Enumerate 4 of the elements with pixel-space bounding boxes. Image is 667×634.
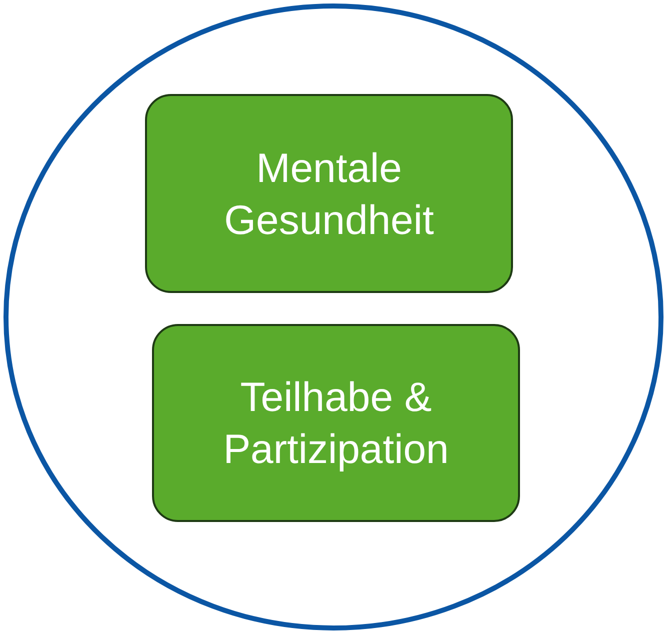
process-box <box>152 324 520 522</box>
box-label: Teilhabe & Partizipation <box>222 373 450 474</box>
box-label: Mentale Gesundheit <box>223 144 435 244</box>
process-box <box>145 94 513 293</box>
